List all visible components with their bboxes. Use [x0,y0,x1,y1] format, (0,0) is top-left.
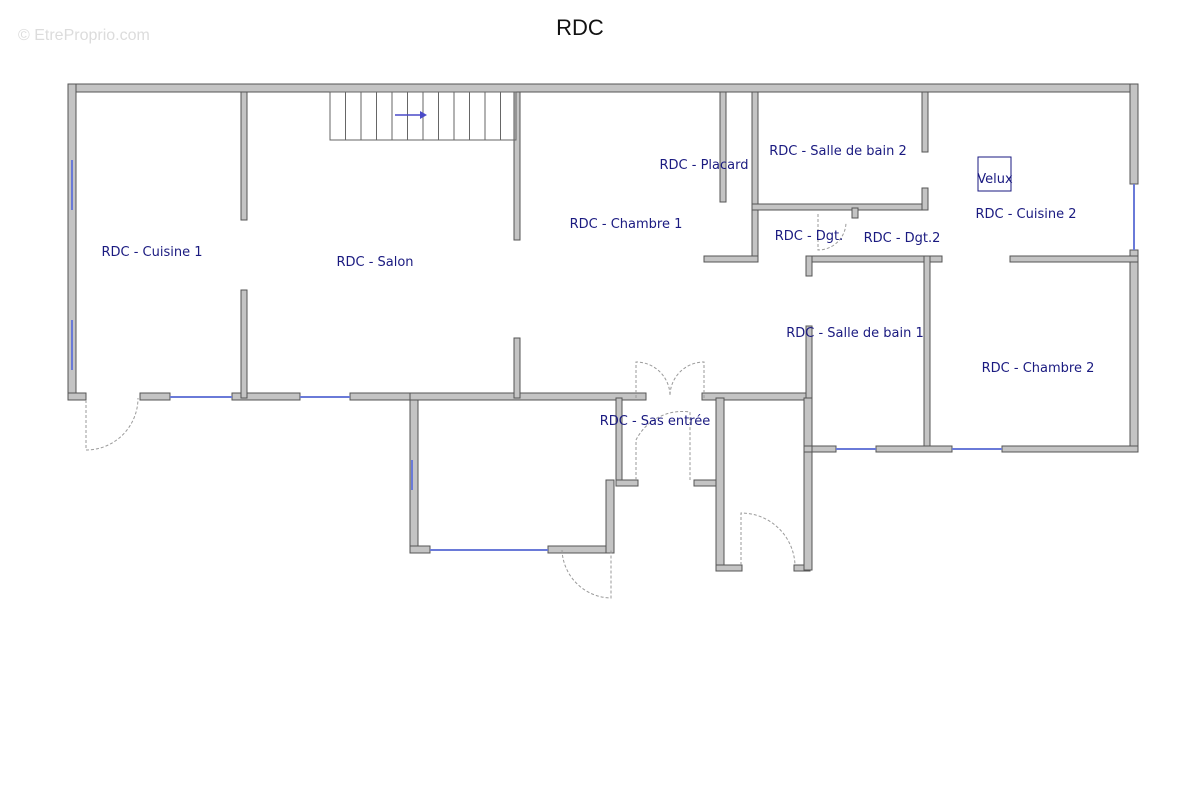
wall-segment [409,392,647,401]
staircase [329,91,517,141]
room-label-placard: RDC - Placard [660,158,749,173]
room-label-sas-entree: RDC - Sas entrée [600,414,711,429]
room-label-cuisine-1: RDC - Cuisine 1 [101,245,202,260]
wall-segment [615,479,639,487]
wall-segment [409,545,431,554]
wall-segment [803,445,813,453]
wall-segment [751,91,759,263]
room-label-dgt-2: RDC - Dgt.2 [864,231,941,246]
room-labels: RDC - Cuisine 1 RDC - Salon RDC - Chambr… [101,144,1094,429]
door-sas-swing [635,410,691,480]
door-cuisine-1-swing [85,397,139,451]
watermark-text: © EtreProprio.com [18,27,150,44]
wall-segment [1129,249,1139,453]
walls-group [67,83,1139,572]
wall-segment [805,255,943,263]
wall-segment [803,397,813,571]
wall-segment [751,203,929,211]
room-label-dgt: RDC - Dgt. [775,229,844,244]
wall-segment [1009,255,1139,263]
room-label-chambre-1: RDC - Chambre 1 [570,217,683,232]
door-entree-left-swing [635,361,671,398]
wall-segment [715,397,725,571]
door-entree-right-swing [669,361,705,398]
wall-segment [139,392,171,401]
door-dgt-swing [817,214,847,251]
velux-skylight-box [977,156,1012,192]
room-label-velux: Velux [977,172,1013,187]
room-label-chambre-2: RDC - Chambre 2 [982,361,1095,376]
wall-segment [703,255,759,263]
room-label-salon: RDC - Salon [336,255,413,270]
wall-segment [875,445,953,453]
wall-segment [513,91,521,241]
stair-direction-arrow-head [420,111,427,119]
room-label-salle-de-bain-1: RDC - Salle de bain 1 [786,326,924,341]
windows-group [71,160,1135,551]
wall-segment [1001,445,1139,453]
wall-segment [67,83,1139,93]
wall-segment [805,255,813,277]
wall-segment [605,479,615,554]
wall-segment [240,91,248,221]
door-annex-swing [740,512,796,566]
wall-segment [921,187,929,211]
wall-segment [1129,83,1139,185]
room-label-cuisine-2: RDC - Cuisine 2 [975,207,1076,222]
wall-segment [719,91,727,203]
door-garage-swing [561,549,612,599]
wall-segment [851,207,859,219]
wall-segment [547,545,615,554]
doors-group [85,214,847,599]
wall-segment [240,289,248,399]
wall-segment [921,91,929,153]
wall-segment [615,397,623,481]
room-label-salle-de-bain-2: RDC - Salle de bain 2 [769,144,907,159]
plan-title: RDC [556,15,604,40]
wall-segment [349,392,416,401]
wall-segment [67,392,87,401]
wall-segment [923,255,931,453]
wall-segment [513,337,521,399]
wall-segment [715,564,743,572]
